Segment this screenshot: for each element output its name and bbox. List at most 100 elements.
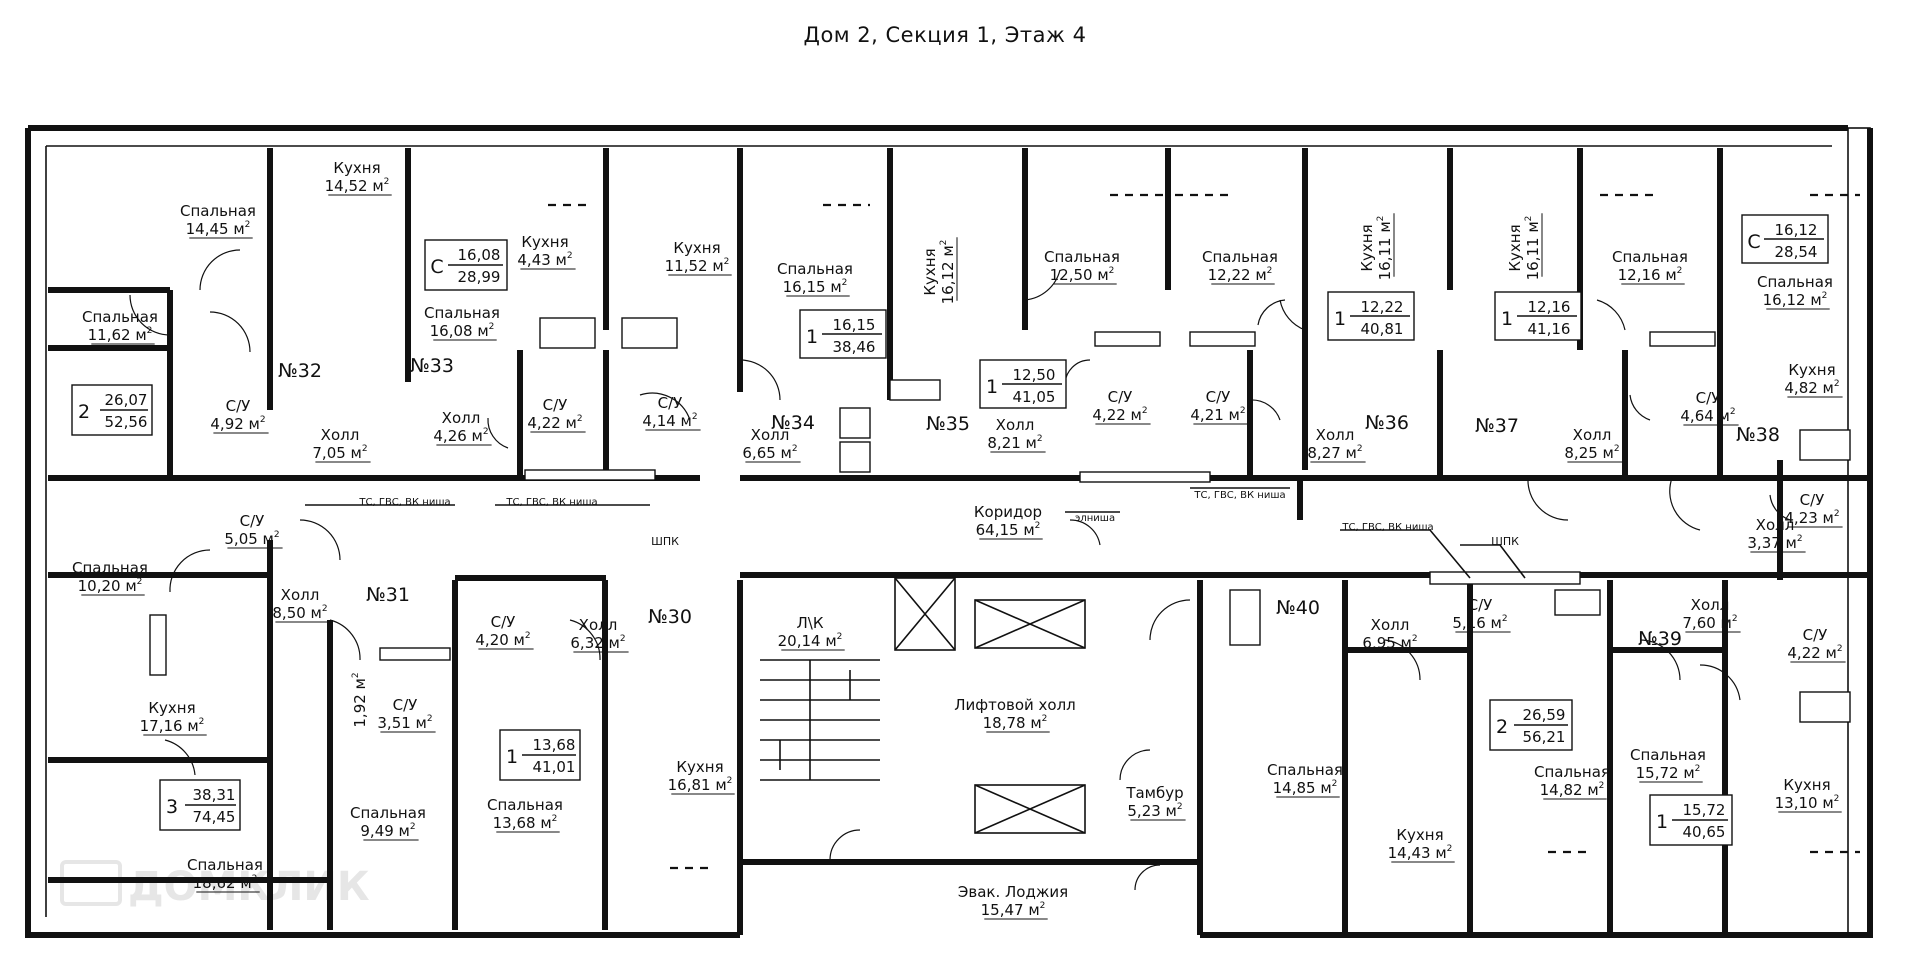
room-label: С/У4,92 м2 bbox=[210, 397, 269, 434]
apartment-living-area: 16,08 bbox=[458, 246, 501, 264]
room-area: 15,47 м2 bbox=[981, 901, 1046, 919]
room-name: Коридор bbox=[974, 503, 1042, 521]
room-area: 4,21 м2 bbox=[1190, 406, 1245, 424]
room-area: 4,14 м2 bbox=[642, 412, 697, 430]
room-label: С/У4,22 м2 bbox=[527, 396, 586, 433]
niche-note: ШПК bbox=[651, 535, 679, 548]
side-area-value: 1,92 м2 bbox=[351, 672, 369, 727]
room-label: Л\К20,14 м2 bbox=[778, 614, 845, 651]
room-name: С/У bbox=[1696, 389, 1721, 407]
apt-box-n35 bbox=[979, 359, 1067, 409]
room-area: 11,52 м2 bbox=[665, 257, 730, 275]
apartment-rooms: 1 bbox=[506, 746, 518, 768]
room-name: С/У bbox=[1468, 596, 1493, 614]
apartment-total-area: 40,81 bbox=[1361, 320, 1404, 338]
apartment-number: №36 bbox=[1365, 412, 1409, 434]
room-label: С/У4,23 м2 bbox=[1784, 491, 1843, 528]
room-name: Холл bbox=[1691, 596, 1730, 614]
room-name: Холл bbox=[1756, 516, 1795, 534]
room-name: С/У bbox=[1108, 388, 1133, 406]
apt-box-n34 bbox=[799, 309, 887, 359]
room-name: С/У bbox=[543, 396, 568, 414]
apartment-living-area: 12,22 bbox=[1361, 298, 1404, 316]
room-area: 6,95 м2 bbox=[1362, 634, 1417, 652]
apt-box-n30 bbox=[499, 729, 581, 781]
room-name: Спальная bbox=[1044, 248, 1120, 266]
niche-note: ТС, ГВС, ВК ниша bbox=[358, 497, 450, 508]
room-area: 13,10 м2 bbox=[1775, 794, 1840, 812]
side-area-label: 1,92 м2 bbox=[351, 672, 369, 727]
room-area: 9,49 м2 bbox=[360, 822, 415, 840]
apartment-rooms: 2 bbox=[78, 401, 90, 423]
room-area: 16,11 м2 bbox=[1524, 216, 1542, 281]
niche-note: ТС, ГВС, ВК ниша bbox=[505, 497, 597, 508]
apartment-total-area: 28,54 bbox=[1775, 243, 1818, 261]
room-area: 4,82 м2 bbox=[1784, 379, 1839, 397]
room-area: 4,22 м2 bbox=[1092, 406, 1147, 424]
room-area: 17,16 м2 bbox=[140, 717, 205, 735]
apartment-living-area: 16,15 bbox=[833, 316, 876, 334]
apt-box-n37 bbox=[1494, 291, 1582, 341]
room-area: 5,05 м2 bbox=[224, 530, 279, 548]
room-area: 15,72 м2 bbox=[1636, 764, 1701, 782]
room-name: Кухня bbox=[1788, 361, 1835, 379]
room-name: Спальная bbox=[82, 308, 158, 326]
room-area: 7,60 м2 bbox=[1682, 614, 1737, 632]
apartment-rooms: 1 bbox=[986, 376, 998, 398]
apartment-living-area: 13,68 bbox=[533, 736, 576, 754]
room-name: Спальная bbox=[1630, 746, 1706, 764]
apartment-number: №32 bbox=[278, 360, 322, 382]
room-name: Спальная bbox=[72, 559, 148, 577]
room-area: 4,22 м2 bbox=[1787, 644, 1842, 662]
apartment-total-area: 56,21 bbox=[1523, 728, 1566, 746]
room-area: 12,16 м2 bbox=[1618, 266, 1683, 284]
room-area: 8,21 м2 bbox=[987, 434, 1042, 452]
room-name: С/У bbox=[393, 696, 418, 714]
room-name: Спальная bbox=[1202, 248, 1278, 266]
room-area: 12,22 м2 bbox=[1208, 266, 1273, 284]
apt-box-n33 bbox=[424, 239, 508, 291]
room-name: Спальная bbox=[1267, 761, 1343, 779]
doors bbox=[129, 249, 1791, 891]
apartment-total-area: 41,16 bbox=[1528, 320, 1571, 338]
niche-note: ТС, ГВС, ВК ниша bbox=[1193, 490, 1285, 501]
room-name: Холл bbox=[442, 409, 481, 427]
apartment-total-area: 28,99 bbox=[458, 268, 501, 286]
apartment-total-area: 52,56 bbox=[105, 413, 148, 431]
apartment-total-area: 40,65 bbox=[1683, 823, 1726, 841]
plan-title: Дом 2, Секция 1, Этаж 4 bbox=[804, 23, 1087, 47]
room-area: 6,65 м2 bbox=[742, 444, 797, 462]
room-area: 4,20 м2 bbox=[475, 631, 530, 649]
room-name: Кухня bbox=[1396, 826, 1443, 844]
room-name: С/У bbox=[658, 394, 683, 412]
room-name: Спальная bbox=[424, 304, 500, 322]
room-name: Кухня bbox=[521, 233, 568, 251]
room-area: 18,78 м2 bbox=[983, 714, 1048, 732]
apartment-number: №35 bbox=[926, 413, 970, 435]
room-name: Тамбур bbox=[1125, 784, 1183, 802]
room-name: Холл bbox=[579, 616, 618, 634]
room-name: Лифтовой холл bbox=[954, 696, 1076, 714]
apt-box-n38 bbox=[1741, 214, 1829, 264]
apartment-living-area: 26,59 bbox=[1523, 706, 1566, 724]
room-area: 5,16 м2 bbox=[1452, 614, 1507, 632]
apartment-number: №39 bbox=[1638, 628, 1682, 650]
